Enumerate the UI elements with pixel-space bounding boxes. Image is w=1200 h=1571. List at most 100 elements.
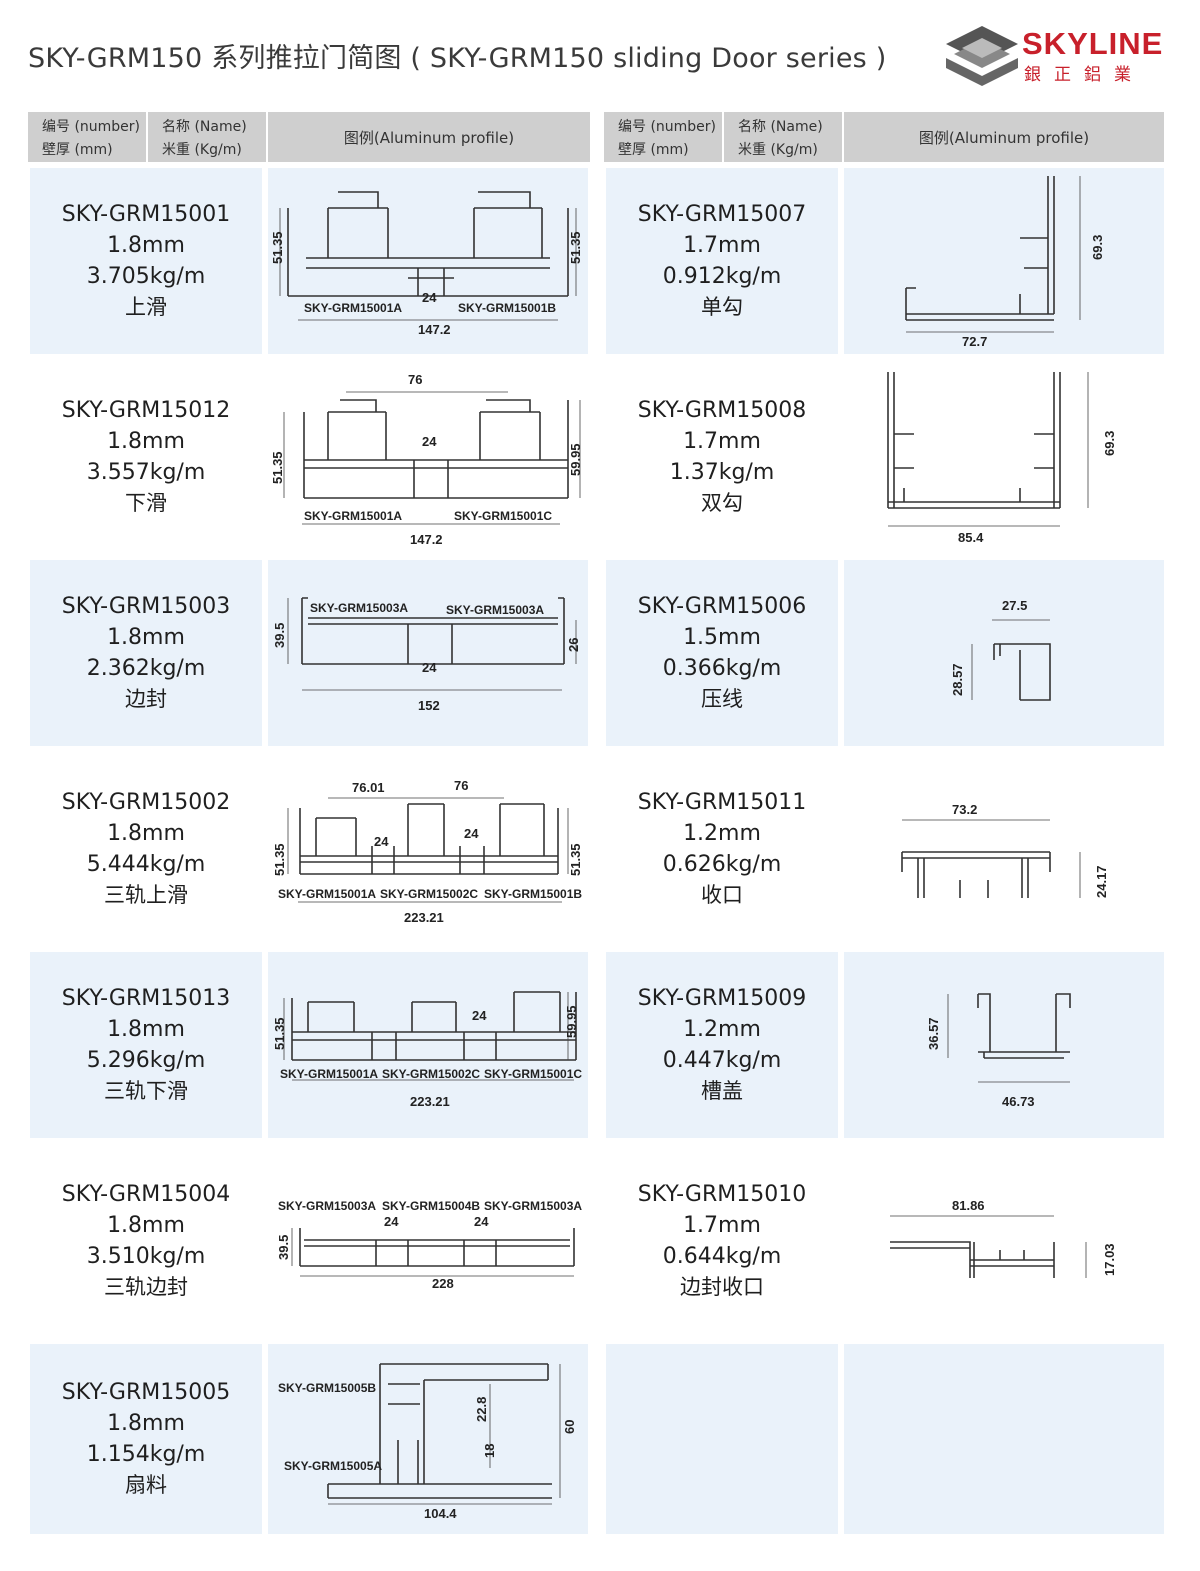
product-name: 压线 [701,687,743,711]
dim-gap-left: 24 [374,834,389,849]
part-label: SKY-GRM15001C [454,509,552,523]
product-code: SKY-GRM15006 [637,594,807,619]
product-thickness: 1.8mm [107,821,185,846]
product-info-15002: SKY-GRM15002 1.8mm 5.444kg/m 三轨上滑 [30,756,262,942]
product-thickness: 1.7mm [683,1213,761,1238]
profile-drawing-15007: 69.3 72.7 [844,168,1164,354]
profile-drawing-15012: 76 24 51.35 59.95 147.2 SKY-GRM15001A SK… [268,364,588,550]
dim-top-left: 76.01 [352,780,385,795]
dim-height: 69.3 [1102,431,1117,456]
part-label: SKY-GRM15001C [484,1067,582,1081]
header-col-number: 编号 (number) 壁厚 (mm) [604,112,724,162]
profile-drawing-15011: 73.2 24.17 [844,756,1164,942]
product-thickness: 1.8mm [107,1213,185,1238]
dim-width: 228 [432,1276,454,1291]
part-label: SKY-GRM15001A [278,887,376,901]
part-label: SKY-GRM15001B [484,887,582,901]
product-code: SKY-GRM15005 [61,1380,231,1405]
dim-width: 223.21 [410,1094,450,1109]
part-label: SKY-GRM15002C [380,887,478,901]
part-label: SKY-GRM15004B [382,1199,480,1213]
header-thickness-label: 壁厚 (mm) [618,142,689,158]
dim-width: 81.86 [952,1198,985,1213]
header-name-label: 名称 (Name) [738,119,823,135]
dim-inner-upper: 22.8 [474,1397,489,1422]
dim-height-left: 51.35 [270,451,285,484]
dim-height-left: 39.5 [272,623,287,648]
profile-drawing-15013: 51.35 24 59.95 223.21 SKY-GRM15001A SKY-… [268,952,588,1138]
dim-width: 72.7 [962,334,987,349]
profile-drawing-15006: 27.5 28.57 [844,560,1164,746]
product-name: 上滑 [125,295,167,319]
dim-height-right: 51.35 [568,231,583,264]
product-thickness: 1.8mm [107,1411,185,1436]
part-label: SKY-GRM15001A [304,509,402,523]
profile-drawing-15003: SKY-GRM15003A SKY-GRM15003A 39.5 26 24 1… [268,560,588,746]
header-weight-label: 米重 (Kg/m) [162,142,242,158]
product-code: SKY-GRM15001 [61,202,231,227]
dim-gap: 24 [472,1008,487,1023]
product-code: SKY-GRM15008 [637,398,807,423]
dim-height-right: 59.95 [564,1005,579,1038]
header-profile-label: 图例(Aluminum profile) [918,128,1090,147]
part-label: SKY-GRM15002C [382,1067,480,1081]
product-info-15003: SKY-GRM15003 1.8mm 2.362kg/m 边封 [30,560,262,746]
dim-gap: 24 [422,290,437,305]
dim-width: 223.21 [404,910,444,925]
product-name: 边封收口 [680,1275,764,1299]
product-info-15006: SKY-GRM15006 1.5mm 0.366kg/m 压线 [606,560,838,746]
product-code: SKY-GRM15004 [61,1182,231,1207]
product-code: SKY-GRM15012 [61,398,231,423]
brand-name: SKYLINE [1022,26,1164,61]
part-label: SKY-GRM15005A [284,1459,382,1473]
product-info-15010: SKY-GRM15010 1.7mm 0.644kg/m 边封收口 [606,1148,838,1334]
dim-height-left: 51.35 [272,1017,287,1050]
dim-width: 73.2 [952,802,977,817]
product-weight: 0.366kg/m [662,656,782,681]
part-label: SKY-GRM15001B [458,301,556,315]
dim-width: 104.4 [424,1506,457,1521]
product-name: 收口 [701,883,743,907]
dim-height-right: 51.35 [568,843,583,876]
product-info-15009: SKY-GRM15009 1.2mm 0.447kg/m 槽盖 [606,952,838,1138]
dim-height: 28.57 [950,663,965,696]
product-info-15011: SKY-GRM15011 1.2mm 0.626kg/m 收口 [606,756,838,942]
dim-height: 17.03 [1102,1243,1117,1276]
product-code: SKY-GRM15010 [637,1182,807,1207]
product-name: 下滑 [125,491,167,515]
product-info-15007: SKY-GRM15007 1.7mm 0.912kg/m 单勾 [606,168,838,354]
dim-width: 147.2 [410,532,443,547]
product-name: 扇料 [125,1473,167,1497]
product-name: 槽盖 [701,1079,743,1103]
skyline-logo [946,26,1018,86]
header-number-label: 编号 (number) [42,119,141,135]
empty-cell [606,1344,838,1534]
part-label: SKY-GRM15003A [310,601,408,615]
dim-gap-right: 24 [474,1214,489,1229]
product-code: SKY-GRM15003 [61,594,231,619]
dim-height-right: 26 [566,638,581,652]
product-info-15008: SKY-GRM15008 1.7mm 1.37kg/m 双勾 [606,364,838,550]
part-label: SKY-GRM15003A [484,1199,582,1213]
dim-height: 60 [562,1420,577,1434]
product-name: 三轨边封 [104,1275,188,1299]
profile-drawing-15002: 76.01 76 24 24 51.35 51.35 223.21 SKY-GR… [268,756,588,942]
dim-height: 24.17 [1094,865,1109,898]
product-weight: 0.447kg/m [662,1048,782,1073]
product-thickness: 1.8mm [107,233,185,258]
empty-cell [844,1344,1164,1534]
dim-top: 76 [408,372,422,387]
dim-height-left: 51.35 [270,231,285,264]
product-weight: 1.37kg/m [669,460,775,485]
profile-drawing-15009: 36.57 46.73 [844,952,1164,1138]
part-label: SKY-GRM15003A [446,603,544,617]
product-name: 单勾 [701,295,743,319]
header-weight-label: 米重 (Kg/m) [738,142,818,158]
product-code: SKY-GRM15011 [637,790,807,815]
dim-width: 147.2 [418,322,451,337]
product-info-15012: SKY-GRM15012 1.8mm 3.557kg/m 下滑 [30,364,262,550]
header-col-name: 名称 (Name) 米重 (Kg/m) [148,112,268,162]
dim-inner-lower: 18 [482,1444,497,1458]
product-weight: 3.510kg/m [86,1244,206,1269]
dim-height: 69.3 [1090,235,1105,260]
